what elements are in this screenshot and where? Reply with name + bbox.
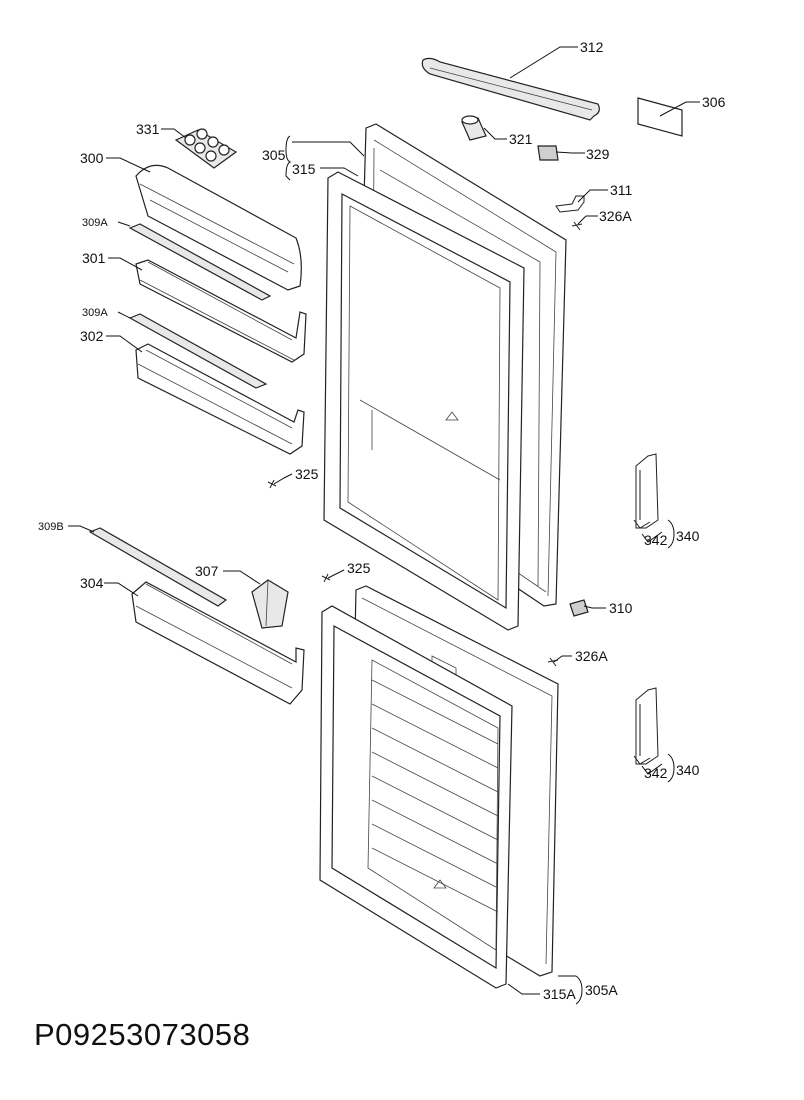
label-326a-top: 326A (599, 208, 632, 224)
part-326a-screw-bottom (547, 657, 559, 667)
part-310-hinge (569, 599, 589, 617)
label-309a-2: 309A (82, 307, 108, 319)
part-311-bracket (555, 195, 585, 213)
part-315-upper-gasket (323, 171, 525, 631)
label-311: 311 (610, 182, 633, 198)
label-305a: 305A (585, 982, 618, 998)
label-304: 304 (80, 575, 104, 591)
part-325-clip-top (267, 479, 277, 489)
label-307: 307 (195, 563, 219, 579)
label-305: 305 (262, 147, 286, 163)
label-329: 329 (586, 146, 610, 162)
label-331: 331 (136, 121, 160, 137)
label-315a: 315A (543, 986, 576, 1002)
part-307-bottle-stop (251, 579, 289, 629)
label-300: 300 (80, 150, 104, 166)
label-326a-bottom: 326A (575, 648, 608, 664)
part-304-bottle-balcony (131, 581, 305, 705)
label-342-top: 342 (644, 532, 668, 548)
label-306: 306 (702, 94, 726, 110)
label-302: 302 (80, 328, 104, 344)
label-310: 310 (609, 600, 633, 616)
label-325-top: 325 (295, 466, 319, 482)
label-321: 321 (509, 131, 533, 147)
part-309b-rail (88, 527, 228, 607)
part-309a-rail-1 (128, 223, 272, 301)
label-325-mid: 325 (347, 560, 371, 576)
part-331-egg-tray (174, 128, 238, 169)
leader-lines (68, 46, 700, 1005)
label-301: 301 (82, 250, 106, 266)
label-340-top: 340 (676, 528, 700, 544)
part-329-hinge-cover (537, 145, 559, 161)
label-309a-1: 309A (82, 217, 108, 229)
label-342-bottom: 342 (644, 765, 668, 781)
part-340-hinge-bracket-bottom (633, 687, 659, 765)
part-315a-lower-gasket (319, 605, 513, 989)
part-312-top-cover (421, 57, 600, 121)
part-302-door-balcony (135, 343, 305, 455)
part-340-hinge-bracket-top (633, 453, 659, 529)
part-321-hinge-pin (461, 115, 487, 141)
part-325-clip-mid (321, 573, 331, 583)
part-309a-rail-2 (128, 313, 268, 389)
document-code: P09253073058 (34, 1017, 251, 1052)
label-315: 315 (292, 161, 316, 177)
label-309b: 309B (38, 521, 64, 533)
part-306-label (637, 97, 683, 137)
part-301-door-balcony (135, 259, 307, 363)
part-326a-screw-top (571, 221, 583, 231)
part-300-dairy-compartment (135, 164, 302, 291)
label-312: 312 (580, 39, 604, 55)
label-340-bottom: 340 (676, 762, 700, 778)
